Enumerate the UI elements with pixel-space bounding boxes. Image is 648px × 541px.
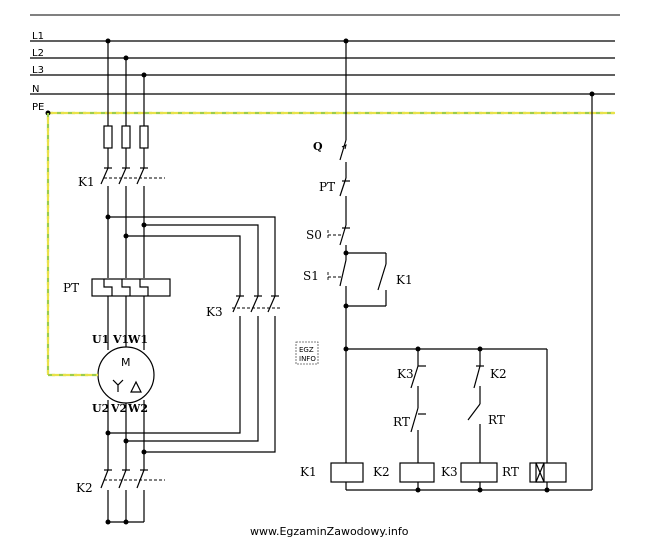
label-l3: L3 xyxy=(32,65,44,76)
star-symbol xyxy=(112,379,124,392)
motor-label: M xyxy=(121,356,131,369)
start-button-s1: S1 xyxy=(303,252,386,306)
delta-symbol xyxy=(130,380,142,393)
svg-text:INFO: INFO xyxy=(299,355,316,363)
label-u1: U1 xyxy=(92,333,109,346)
label-k2-nc: K2 xyxy=(490,367,507,381)
k2-main-contacts: K2 xyxy=(76,469,165,495)
coil-k3 xyxy=(460,462,498,483)
label-s0: S0 xyxy=(306,228,322,242)
label-pe: PE xyxy=(32,102,44,113)
label-q: Q xyxy=(313,140,323,153)
label-s1: S1 xyxy=(303,269,319,283)
label-w2: W2 xyxy=(127,402,148,415)
label-coil-k2: K2 xyxy=(373,465,390,479)
label-coil-rt: RT xyxy=(502,465,519,479)
watermark-badge: EGZ INFO xyxy=(295,341,319,365)
label-coil-k1: K1 xyxy=(300,465,317,479)
fuse-set xyxy=(103,125,149,149)
rt-branch: RT xyxy=(502,349,567,490)
label-rt-nc: RT xyxy=(393,415,410,429)
label-u2: U2 xyxy=(92,402,109,415)
label-pt-control: PT xyxy=(319,180,335,194)
k1-main-contacts: K1 xyxy=(78,167,165,189)
label-rt-no: RT xyxy=(488,413,505,427)
label-w1: W1 xyxy=(127,333,148,346)
k3-wiring: K3 xyxy=(108,216,280,453)
label-k2-main: K2 xyxy=(76,481,93,495)
label-coil-k3: K3 xyxy=(441,465,458,479)
control-contact-pt: PT xyxy=(319,177,350,197)
label-n: N xyxy=(32,84,39,95)
k3-branch: K2 RT K3 xyxy=(441,349,507,490)
k2-branch: K3 RT K2 xyxy=(373,349,435,490)
label-k3-nc: K3 xyxy=(397,367,414,381)
label-k3-main: K3 xyxy=(206,305,223,319)
coil-k2 xyxy=(399,462,435,483)
k1-hold-contact: K1 xyxy=(346,253,413,307)
label-v2: V2 xyxy=(110,402,127,415)
thermal-relay-pt: PT xyxy=(63,278,171,297)
stop-button-s0: S0 xyxy=(306,224,350,246)
svg-text:EGZ: EGZ xyxy=(299,346,314,354)
label-v1: V1 xyxy=(112,333,129,346)
supply-buses: L1 L2 L3 N PE xyxy=(30,31,615,115)
control-switch-q: Q xyxy=(313,139,347,161)
label-l1: L1 xyxy=(32,31,44,42)
power-circuit: K1 PT U1 V1 W1 M xyxy=(45,38,280,525)
control-circuit: Q PT S0 S1 xyxy=(300,38,595,493)
label-k1-main: K1 xyxy=(78,175,95,189)
label-k1-hold: K1 xyxy=(396,273,413,287)
coil-k1 xyxy=(330,462,364,483)
motor: M xyxy=(46,113,155,404)
footer-url: www.EgzaminZawodowy.info xyxy=(250,525,409,538)
label-pt-power: PT xyxy=(63,281,79,295)
label-l2: L2 xyxy=(32,48,44,59)
